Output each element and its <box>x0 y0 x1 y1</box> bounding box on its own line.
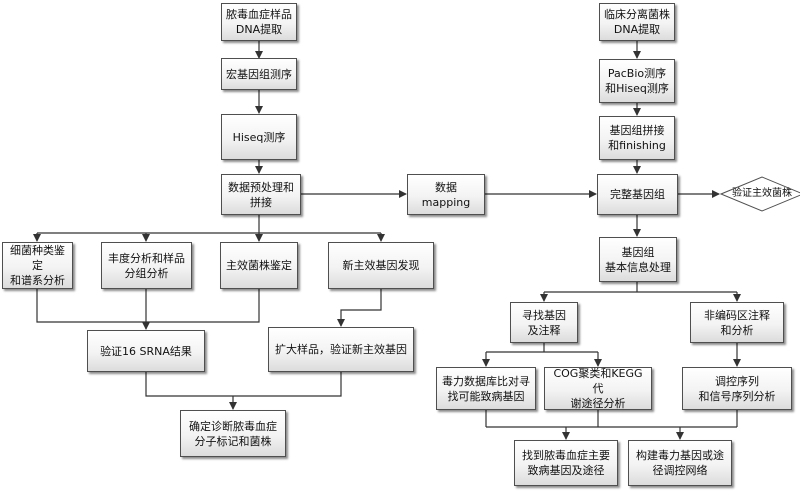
data-preprocess-label: 数据预处理和 拼接 <box>228 180 294 209</box>
hiseq-sequencing-box: Hiseq测序 <box>221 114 297 160</box>
genome-assembly-box: 基因组拼接 和finishing <box>599 116 675 160</box>
regulatory-network-box: 构建毒力基因或途 径调控网络 <box>628 440 732 486</box>
diagnosis-marker-box: 确定诊断脓毒血症 分子标记和菌株 <box>180 410 286 457</box>
sample-dna-extraction-box: 脓毒血症样品 DNA提取 <box>221 3 297 41</box>
find-gene-annotation-box: 寻找基因 及注释 <box>510 302 578 343</box>
expand-samples-box: 扩大样品，验证新主效基因 <box>268 327 414 372</box>
connector-expand-to-diagnosis <box>233 372 342 397</box>
main-strain-identification-label: 主效菌株鉴定 <box>226 259 292 272</box>
abundance-analysis-label: 丰度分析和样品 分组分析 <box>108 251 185 280</box>
species-identification-box: 细菌种类鉴定 和谱系分析 <box>2 242 73 289</box>
virulence-db-box: 毒力数据库比对寻 找可能致病基因 <box>436 367 536 410</box>
find-gene-annotation-label: 寻找基因 及注释 <box>522 308 566 337</box>
connector-main-strain-merge <box>146 289 260 323</box>
regulatory-network-label: 构建毒力基因或途 径调控网络 <box>636 449 724 477</box>
sample-dna-extraction-label: 脓毒血症样品 DNA提取 <box>226 8 292 36</box>
data-mapping-label: 数据mapping <box>421 180 471 209</box>
connector-species-merge <box>36 289 146 323</box>
complete-genome-label: 完整基因组 <box>610 188 665 201</box>
noncoding-annotation-box: 非编码区注释 和分析 <box>690 302 784 343</box>
pathogenic-gene-box: 找到脓毒血症主要 致病基因及途径 <box>514 440 618 486</box>
pacbio-sequencing-label: PacBio测序 和Hiseq测序 <box>605 67 669 95</box>
expand-samples-label: 扩大样品，验证新主效基因 <box>275 343 407 356</box>
hiseq-sequencing-label: Hiseq测序 <box>232 130 286 144</box>
verify-main-strain-text: 验证主效菌株 <box>724 186 800 202</box>
metagenome-sequencing-label: 宏基因组测序 <box>226 67 292 81</box>
verify-16s-label: 验证16 SRNA结果 <box>100 344 192 358</box>
virulence-db-label: 毒力数据库比对寻 找可能致病基因 <box>442 374 530 403</box>
regulatory-sequence-label: 调控序列 和信号序列分析 <box>698 374 776 403</box>
pathogenic-gene-label: 找到脓毒血症主要 致病基因及途径 <box>522 449 610 477</box>
new-gene-discovery-box: 新主效基因发现 <box>328 242 434 289</box>
pacbio-sequencing-box: PacBio测序 和Hiseq测序 <box>599 59 675 103</box>
regulatory-sequence-box: 调控序列 和信号序列分析 <box>682 367 792 410</box>
cog-kegg-box: COG聚类和KEGG 代 谢途径分析 <box>544 367 652 410</box>
data-preprocess-box: 数据预处理和 拼接 <box>221 174 301 215</box>
connector-verify-to-diagnosis <box>145 372 233 397</box>
new-gene-discovery-label: 新主效基因发现 <box>342 259 420 272</box>
diagnosis-marker-label: 确定诊断脓毒血症 分子标记和菌株 <box>189 419 277 448</box>
main-strain-identification-box: 主效菌株鉴定 <box>220 242 298 289</box>
verify-strain-diamond <box>719 176 800 212</box>
clinical-dna-extraction-box: 临床分离菌株 DNA提取 <box>599 3 675 41</box>
metagenome-sequencing-box: 宏基因组测序 <box>221 58 297 90</box>
verify-16s-box: 验证16 SRNA结果 <box>87 330 205 372</box>
genome-assembly-label: 基因组拼接 和finishing <box>608 124 666 152</box>
data-mapping-box: 数据mapping <box>407 174 485 215</box>
abundance-analysis-box: 丰度分析和样品 分组分析 <box>101 242 192 289</box>
cog-kegg-label: COG聚类和KEGG 代 谢途径分析 <box>553 367 643 410</box>
species-identification-label: 细菌种类鉴定 和谱系分析 <box>10 244 65 287</box>
complete-genome-box: 完整基因组 <box>597 174 678 215</box>
arrow-newgene-to-expand <box>337 289 382 327</box>
genome-info-label: 基因组 基本信息处理 <box>605 245 671 274</box>
genome-info-box: 基因组 基本信息处理 <box>599 237 677 282</box>
clinical-dna-extraction-label: 临床分离菌株 DNA提取 <box>604 8 670 36</box>
verify-main-strain-label: 验证主效菌株 <box>732 188 792 199</box>
noncoding-annotation-label: 非编码区注释 和分析 <box>704 308 770 337</box>
